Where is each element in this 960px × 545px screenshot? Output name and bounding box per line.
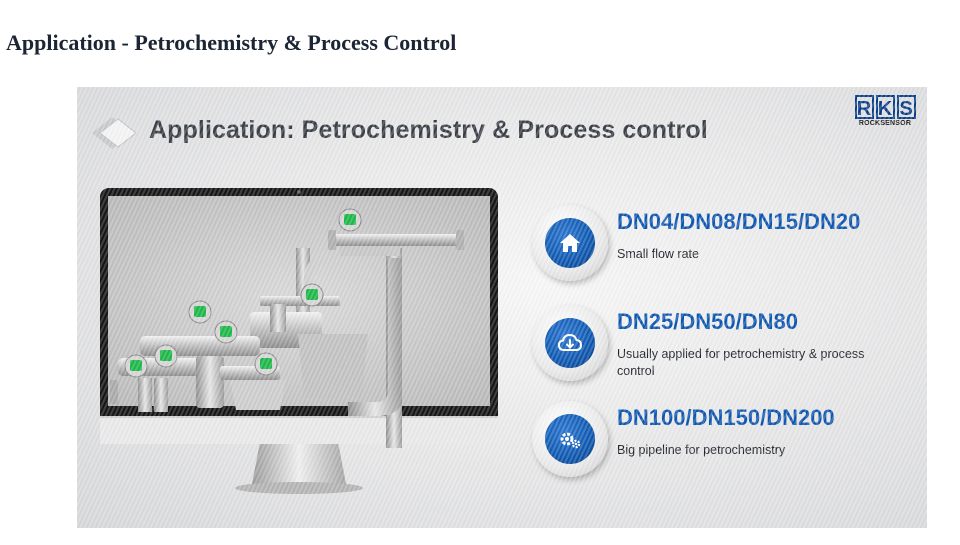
transmitter-icon <box>188 300 212 324</box>
feature-item: DN100/DN150/DN200 Big pipeline for petro… <box>532 401 922 493</box>
feature-heading: DN100/DN150/DN200 <box>617 405 835 430</box>
transmitter-icon <box>154 344 178 368</box>
logo-letter: K <box>875 95 895 120</box>
transmitter-icon <box>124 354 148 378</box>
transmitter-icon <box>338 208 362 232</box>
feature-heading: DN25/DN50/DN80 <box>617 309 798 334</box>
logo-letter: R <box>854 95 874 120</box>
feature-description: Big pipeline for petrochemistry <box>617 443 786 457</box>
feature-icon-disc <box>532 401 608 477</box>
logo-letter: S <box>896 95 916 120</box>
transmitter-icon <box>254 352 278 376</box>
banner-title: Application: Petrochemistry & Process co… <box>149 116 708 144</box>
home-icon <box>560 234 580 252</box>
page-heading: Application - Petrochemistry & Process C… <box>6 30 457 55</box>
diamond-mark-icon <box>92 117 137 149</box>
feature-icon-disc <box>532 305 608 381</box>
feature-heading: DN04/DN08/DN15/DN20 <box>617 209 861 234</box>
feature-description: Small flow rate <box>617 247 699 261</box>
transmitter-icon <box>214 320 238 344</box>
feature-description: Usually applied for petrochemistry & pro… <box>617 347 865 378</box>
application-banner: Application: Petrochemistry & Process co… <box>77 87 927 528</box>
monitor-illustration <box>100 188 498 494</box>
logo-subtitle: ROCKSENSOR <box>858 120 912 127</box>
feature-item: DN25/DN50/DN80 Usually applied for petro… <box>532 305 922 397</box>
rocksensor-logo: R K S ROCKSENSOR <box>851 95 919 127</box>
feature-item: DN04/DN08/DN15/DN20 Small flow rate <box>532 205 922 297</box>
gears-icon <box>560 432 581 449</box>
feature-icon-disc <box>532 205 608 281</box>
cloud-download-icon <box>557 333 583 351</box>
feature-list: DN04/DN08/DN15/DN20 Small flow rate DN25… <box>532 205 922 505</box>
transmitter-icon <box>300 283 324 307</box>
